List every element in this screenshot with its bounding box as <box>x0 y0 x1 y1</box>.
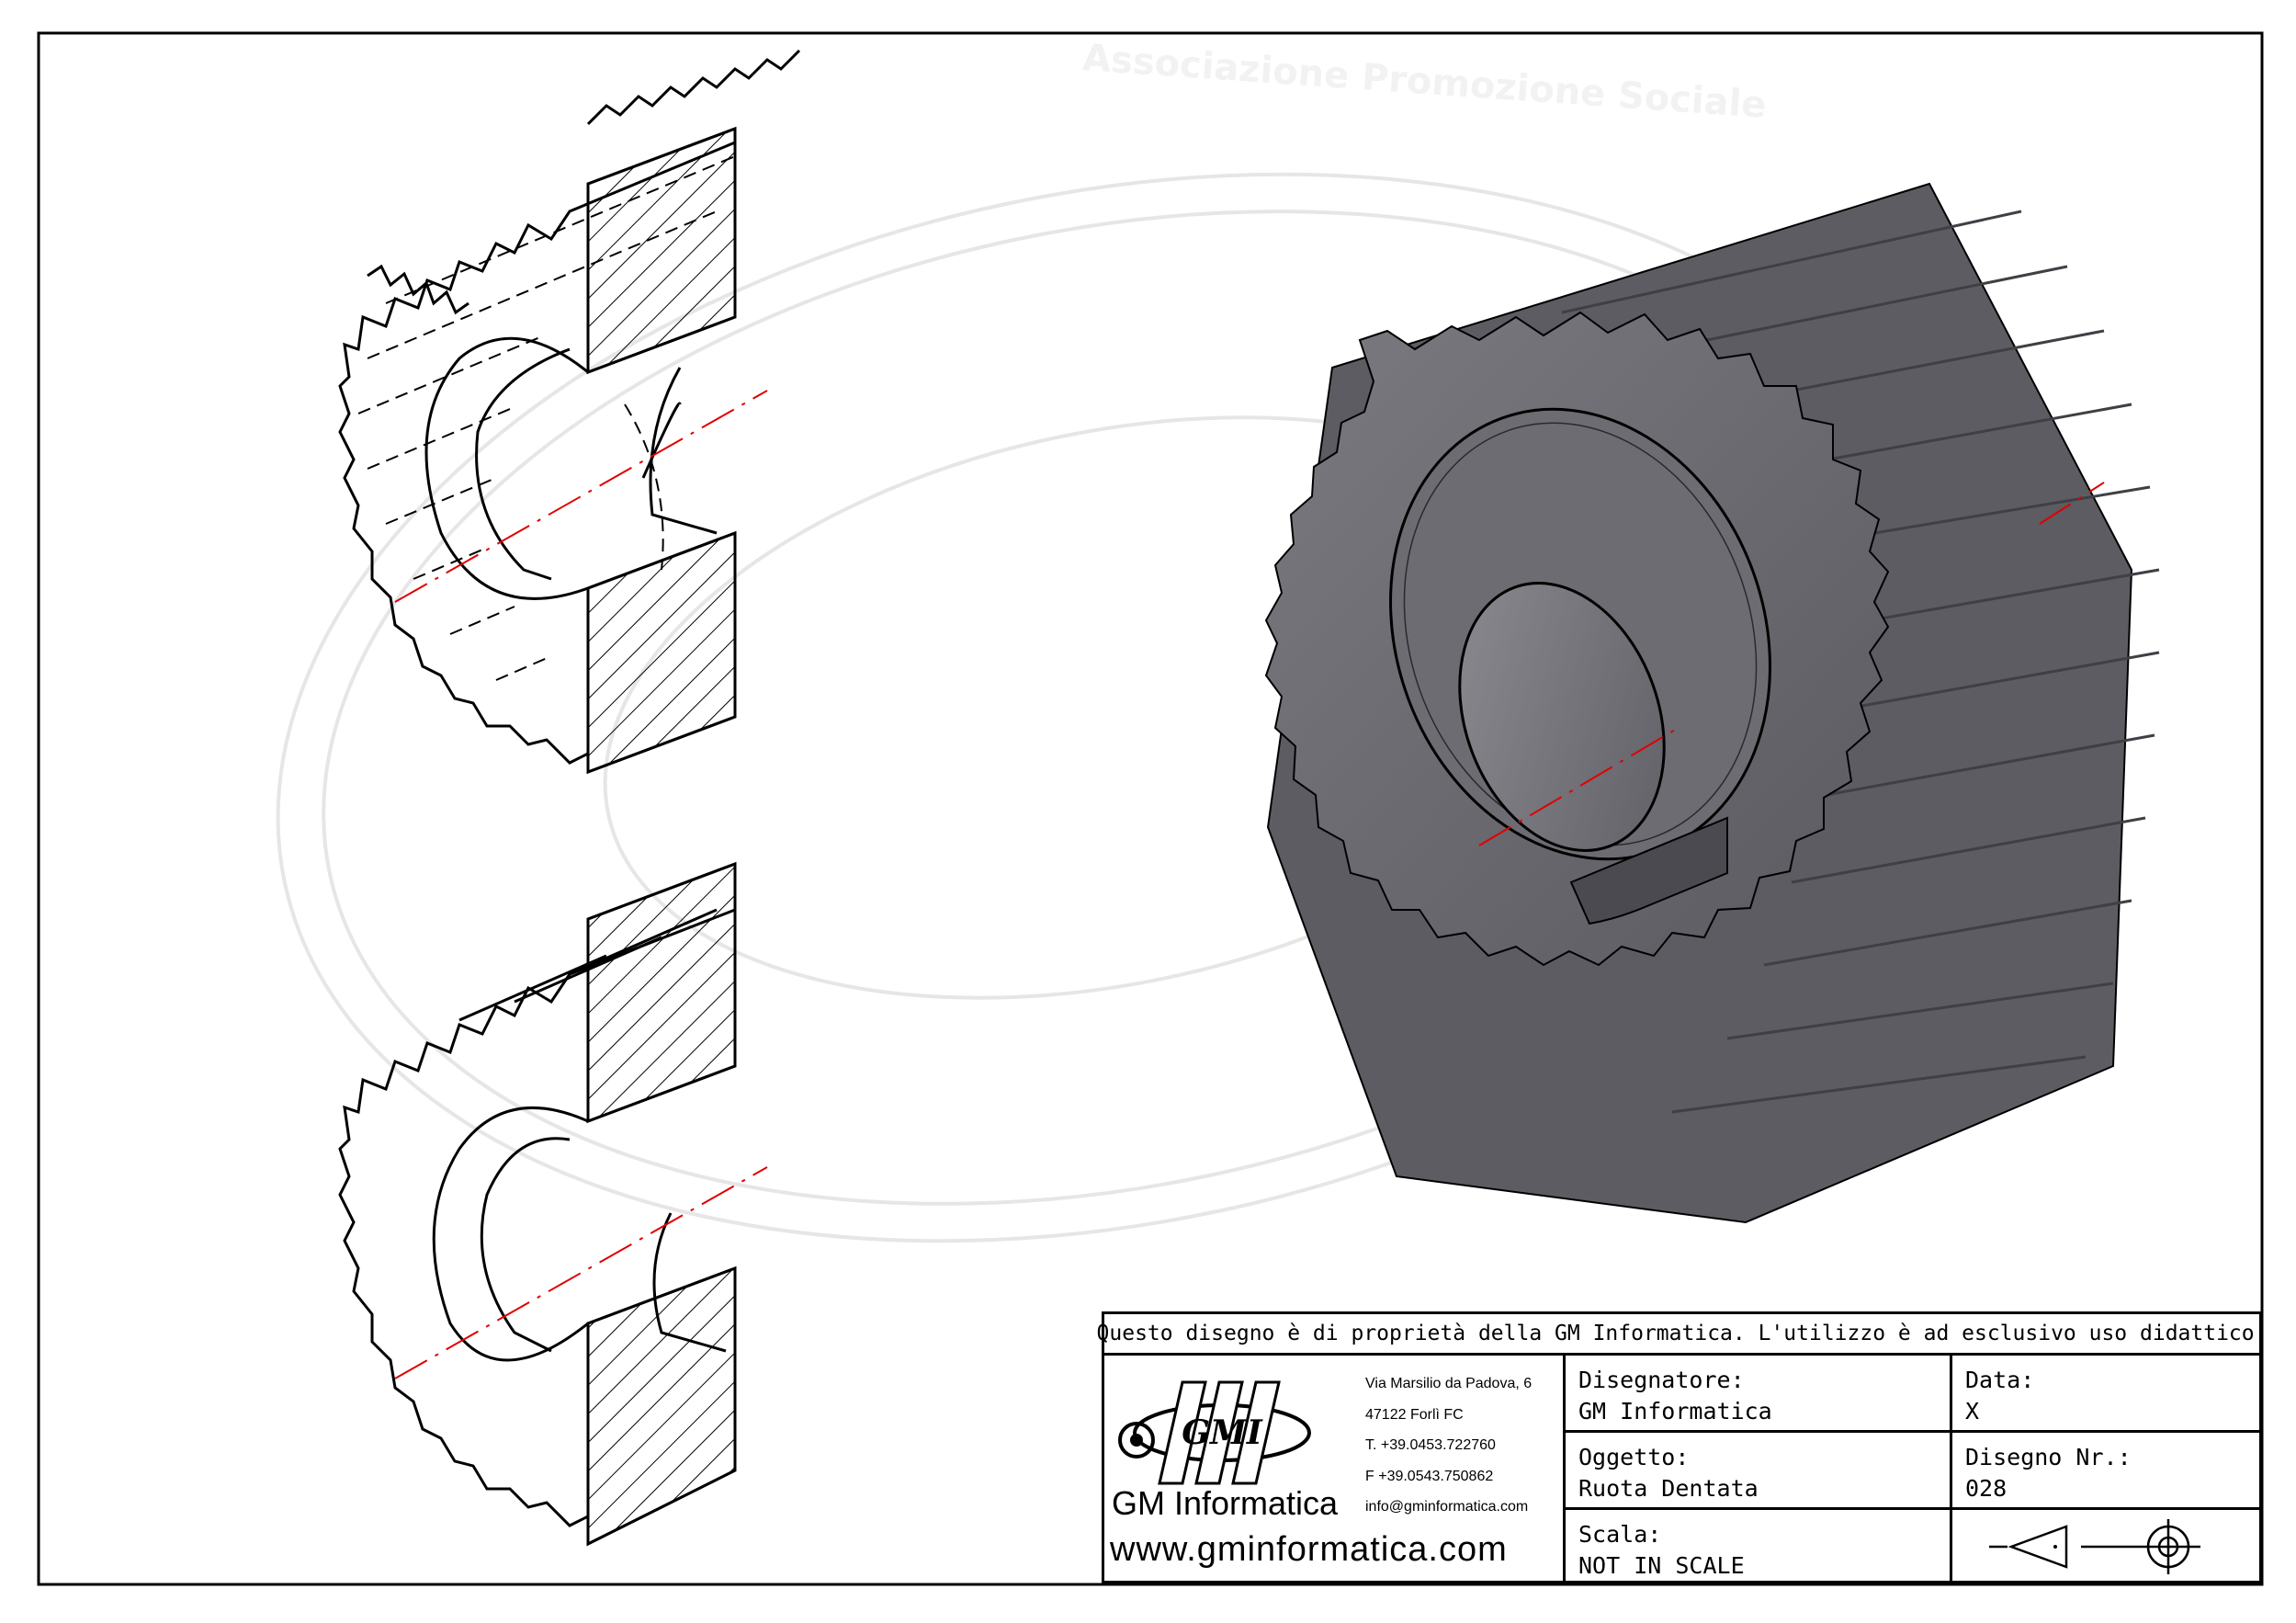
object-label: Oggetto: <box>1578 1444 1690 1470</box>
sectioned-gear-view <box>338 861 737 1547</box>
company-cell: GMI Via Marsilio da Padova, 6 47122 Forl… <box>1104 1356 1566 1583</box>
object-field: Oggetto: Ruota Dentata <box>1566 1433 1952 1510</box>
scale-value: NOT IN SCALE <box>1578 1552 1745 1579</box>
ownership-notice: Questo disegno è di proprietà della GM I… <box>1097 1314 2267 1356</box>
scale-field: Scala: NOT IN SCALE <box>1566 1510 1952 1581</box>
address-line: Via Marsilio da Padova, 6 <box>1365 1376 1533 1391</box>
object-value: Ruota Dentata <box>1578 1475 1759 1502</box>
company-name: GM Informatica <box>1112 1484 1339 1522</box>
fax: F +39.0543.750862 <box>1365 1468 1494 1484</box>
projection-cell <box>1952 1510 2259 1581</box>
company-address: Via Marsilio da Padova, 6 47122 Forlì FC… <box>1365 1368 1532 1523</box>
drawing-number-label: Disegno Nr.: <box>1965 1444 2132 1470</box>
scale-label: Scala: <box>1578 1521 1662 1548</box>
gmi-logo: GMI <box>1118 1380 1311 1485</box>
sheet-border <box>37 31 2264 1586</box>
company-website: www.gminformatica.com <box>1110 1530 1508 1569</box>
drawing-number-value: 028 <box>1965 1475 2008 1502</box>
logo-letters: GMI <box>1182 1413 1263 1452</box>
date-label: Data: <box>1965 1367 2035 1393</box>
first-angle-projection-icon <box>1989 1519 2200 1574</box>
designer-field: Disegnatore: GM Informatica <box>1566 1356 1952 1433</box>
centerlines <box>394 390 2105 1379</box>
title-block: Questo disegno è di proprietà della GM I… <box>1097 1311 2267 1583</box>
drawing-number-field: Disegno Nr.: 028 <box>1952 1433 2259 1510</box>
email: info@gminformatica.com <box>1365 1499 1529 1515</box>
phone: T. +39.0453.722760 <box>1365 1437 1496 1453</box>
designer-label: Disegnatore: <box>1578 1367 1745 1393</box>
shaded-gear-render <box>1264 182 2160 1224</box>
address-line: 47122 Forlì FC <box>1365 1406 1464 1423</box>
designer-value: GM Informatica <box>1578 1398 1772 1424</box>
sectioned-gear-hidden-view <box>338 49 801 775</box>
date-value: X <box>1965 1398 1980 1424</box>
date-field: Data: X <box>1952 1356 2259 1433</box>
